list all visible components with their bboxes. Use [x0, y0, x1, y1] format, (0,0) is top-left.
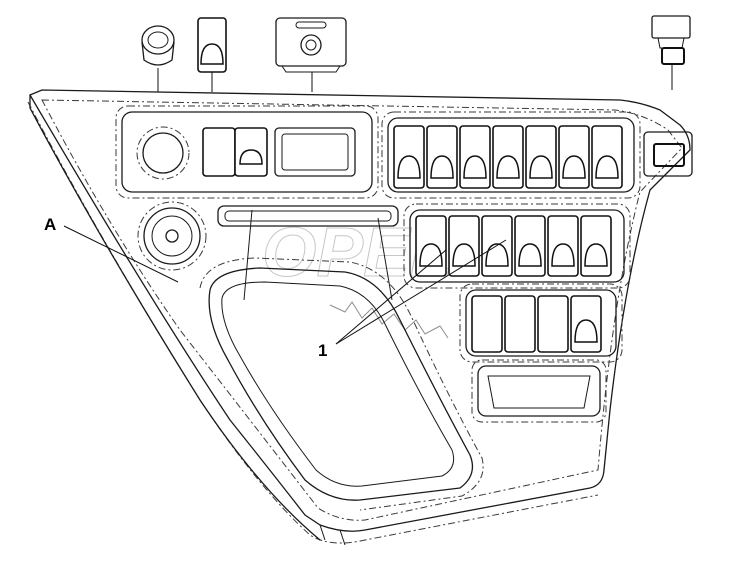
storage-slot	[217, 205, 399, 227]
callout-1-label: 1	[318, 341, 327, 360]
callout-a-label: A	[44, 215, 56, 234]
middle-switch-row	[403, 203, 631, 289]
callout-1-leader	[335, 239, 507, 345]
exploded-small-switch	[651, 15, 691, 90]
switch-row-1	[393, 125, 623, 189]
cup-holder-recess	[199, 209, 484, 511]
callout-1: 1	[318, 239, 507, 360]
upper-left-switch-bank	[115, 105, 379, 199]
callout-1-leader-2	[335, 249, 447, 345]
lighter-socket	[137, 201, 207, 271]
watermark-gear	[329, 301, 449, 339]
exploded-rocker-switch	[197, 17, 227, 92]
exploded-knob	[141, 25, 175, 92]
lower-storage-tray	[471, 359, 607, 423]
callout-a-leader	[63, 225, 179, 283]
lower-switch-row	[459, 283, 623, 363]
side-indicator-switch	[643, 131, 693, 177]
upper-right-switch-row	[381, 111, 641, 199]
callout-a: A	[44, 215, 179, 283]
exploded-display-unit	[275, 17, 347, 92]
